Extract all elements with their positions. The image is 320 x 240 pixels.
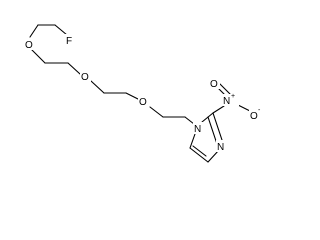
bond-nitro-n-o-top-double [219, 83, 231, 95]
atom-nitro-o-side: O [250, 111, 258, 122]
atom-o2: O [81, 72, 89, 83]
atom-o1: O [25, 40, 33, 51]
bond-c5-n1-ring [189, 133, 196, 149]
oxygen-3-bg [138, 95, 149, 107]
atom-n3: N [217, 142, 224, 153]
imidazole-n3-bg [216, 140, 227, 152]
fluorine-bg [65, 34, 75, 46]
bond-n1-c2-ring [201, 112, 214, 123]
imidazole-n1-bg [193, 122, 204, 134]
bond-c2-n3-ring-double [207, 116, 218, 145]
oxygen-2-bg [80, 70, 91, 82]
bond-o3-c7 [149, 106, 164, 118]
atom-n1: N [194, 124, 201, 135]
bond-c2-nitro-n [212, 105, 225, 114]
nitro-o-side-charge: - [258, 107, 261, 114]
atom-f: F [66, 36, 72, 47]
nitro-o-side-bg [249, 108, 266, 121]
structure-canvas: F O O O N N N + O O - [24, 24, 266, 163]
bond-o2-c5 [90, 80, 105, 94]
nitro-o-top-bg [209, 77, 220, 89]
bond-c4-o2 [67, 62, 81, 75]
bond-o1-c3 [30, 48, 46, 64]
bond-c4-c5-ring [189, 147, 209, 163]
bond-c2-o1 [29, 24, 39, 38]
oxygen-1-bg [24, 38, 35, 50]
nitro-n-charge: + [231, 93, 235, 100]
bond-c4-c5-ring-double [192, 145, 207, 157]
atom-nitro-o-top: O [210, 79, 218, 90]
atom-o3: O [139, 97, 147, 108]
chemical-structure: F O O O N N N + O O - [24, 24, 266, 163]
bond-c6-o3 [125, 92, 139, 100]
atom-nitro-n: N [223, 96, 230, 107]
bond-f-c1 [54, 24, 68, 36]
bond-c8-n1 [184, 116, 195, 125]
nitro-n-bg [222, 94, 239, 106]
bond-c2-n3-ring [212, 112, 224, 144]
